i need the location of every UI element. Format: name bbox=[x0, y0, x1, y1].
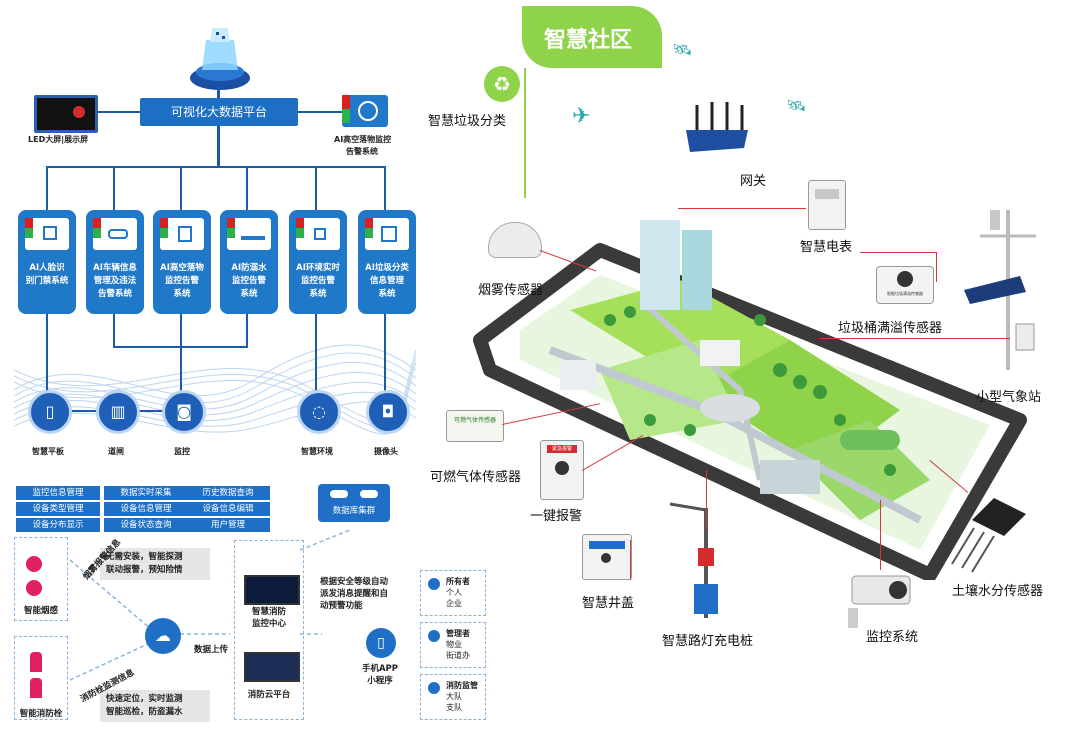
platform-cube-icon bbox=[190, 28, 250, 90]
menu-realtime-collect[interactable]: 数据实时采集 bbox=[104, 486, 188, 500]
system-card-vehicle[interactable]: AI车辆信息管理及违法告警系统 bbox=[86, 210, 144, 314]
manhole-sensor-icon bbox=[582, 534, 632, 580]
label-garbage-sorting: 智慧垃圾分类 bbox=[428, 114, 507, 129]
monitor-camera-icon[interactable]: ◙ bbox=[162, 390, 206, 434]
smoke-sensor-box bbox=[14, 537, 68, 621]
control-center-screen bbox=[244, 575, 300, 605]
label-streetlight: 智慧路灯充电桩 bbox=[662, 634, 754, 649]
gas-sensor-icon: 可燃气体传感器 bbox=[446, 410, 504, 442]
smoke-detector-icon bbox=[488, 222, 542, 258]
label-smoke-sensor: 烟雾传感器 bbox=[478, 283, 544, 298]
label-gateway: 网关 bbox=[740, 174, 767, 189]
hydrant-label: 智能消防栓 bbox=[19, 709, 63, 719]
led-label: LED大屏|展示屏 bbox=[28, 135, 89, 144]
database-label: 数据库集群 bbox=[332, 506, 376, 516]
device-label-monitor: 监控 bbox=[174, 447, 190, 456]
hydrant-icon-2 bbox=[30, 678, 42, 698]
label-gas-sensor: 可燃气体传感器 bbox=[430, 470, 522, 485]
airplane-icon: ✈ bbox=[572, 104, 591, 129]
satellite-icon: 🛰 bbox=[672, 40, 693, 59]
smoke-sensor-icon bbox=[26, 556, 42, 572]
system-card-drowning[interactable]: AI防溺水监控告警系统 bbox=[220, 210, 278, 314]
ai-monitor-icon bbox=[342, 95, 388, 127]
menu-history-query[interactable]: 历史数据查询 bbox=[186, 486, 270, 500]
device-label-camera: 摄像头 bbox=[374, 447, 398, 456]
note-top: 无需安装，智能探测联动报警，预知险情 bbox=[100, 548, 210, 580]
community-title: 智慧社区 bbox=[522, 6, 662, 68]
system-card-falling[interactable]: AI高空落物监控告警系统 bbox=[153, 210, 211, 314]
menu-monitor-info[interactable]: 监控信息管理 bbox=[16, 486, 100, 500]
label-overflow-sensor: 垃圾桶满溢传感器 bbox=[838, 321, 943, 336]
menu-device-edit[interactable]: 设备信息编辑 bbox=[186, 502, 270, 516]
user-owner-icon bbox=[428, 578, 440, 590]
label-weather-station: 小型气象站 bbox=[976, 390, 1042, 405]
user-fire-icon bbox=[428, 682, 440, 694]
user-fire-text: 消防监管大队支队 bbox=[446, 681, 478, 712]
cloud-upload-icon: ☁ bbox=[145, 618, 181, 654]
device-label-environment: 智慧环境 bbox=[301, 447, 333, 456]
label-manhole: 智慧井盖 bbox=[582, 596, 635, 611]
database-icon: 数据库集群 bbox=[318, 484, 390, 522]
gateway-router-icon bbox=[686, 102, 748, 152]
system-card-garbage[interactable]: AI垃圾分类信息管理系统 bbox=[358, 210, 416, 314]
cloud-platform-label: 消防云平台 bbox=[247, 690, 291, 700]
environment-bulb-icon[interactable]: ◌ bbox=[297, 390, 341, 434]
led-screen-icon bbox=[34, 95, 98, 133]
emergency-alarm-icon: 紧急报警 bbox=[540, 440, 584, 500]
ai-monitor-label-1: AI高空落物监控 bbox=[334, 135, 392, 144]
user-owner-text: 所有者个人企业 bbox=[446, 577, 470, 608]
user-manager-icon bbox=[428, 630, 440, 642]
menu-user-management[interactable]: 用户管理 bbox=[186, 518, 270, 532]
hydrant-icon bbox=[30, 652, 42, 672]
hydrant-box bbox=[14, 636, 68, 720]
overflow-sensor-icon: 智能垃圾满溢传感器 bbox=[876, 266, 934, 304]
system-card-environment[interactable]: AI环境实时监控告警系统 bbox=[289, 210, 347, 314]
device-label-tablet: 智慧平板 bbox=[32, 447, 64, 456]
menu-device-info[interactable]: 设备信息管理 bbox=[104, 502, 188, 516]
phone-app-icon[interactable]: ▯ bbox=[366, 628, 396, 658]
label-camera-system: 监控系统 bbox=[866, 630, 919, 645]
soil-sensor-icon bbox=[951, 498, 1026, 573]
user-manager-text: 管理者物业街道办 bbox=[446, 629, 470, 660]
control-center-label: 智慧消防监控中心 bbox=[251, 607, 286, 629]
menu-device-distribution[interactable]: 设备分布显示 bbox=[16, 518, 100, 532]
label-smart-meter: 智慧电表 bbox=[800, 240, 853, 255]
system-card-face[interactable]: AI人脸识别门禁系统 bbox=[18, 210, 76, 314]
label-soil-sensor: 土壤水分传感器 bbox=[952, 584, 1044, 599]
ai-monitor-label-2: 告警系统 bbox=[346, 147, 378, 156]
satellite-icon-2: 🛰 bbox=[786, 96, 807, 115]
camera-icon[interactable]: ◘ bbox=[366, 390, 410, 434]
smart-meter-icon bbox=[808, 180, 846, 230]
surveillance-camera-icon bbox=[848, 575, 911, 628]
device-label-gate: 道闸 bbox=[108, 447, 124, 456]
note-bottom: 快速定位，实时监测智能巡检，防盗漏水 bbox=[100, 690, 210, 722]
user-box-owner bbox=[420, 570, 486, 616]
cloud-platform-screen bbox=[244, 652, 300, 682]
weather-station-icon bbox=[964, 210, 1036, 370]
control-center-box bbox=[234, 540, 304, 720]
smoke-label: 智能烟感 bbox=[23, 606, 58, 616]
recycle-icon: ♻ bbox=[484, 66, 520, 102]
platform-box: 可视化大数据平台 bbox=[140, 98, 298, 126]
label-emergency-alarm: 一键报警 bbox=[530, 509, 583, 524]
menu-device-type[interactable]: 设备类型管理 bbox=[16, 502, 100, 516]
tablet-city-illustration bbox=[473, 220, 1027, 580]
streetlight-pole-icon bbox=[669, 502, 718, 618]
smoke-sensor-icon-2 bbox=[26, 580, 42, 596]
user-box-manager bbox=[420, 622, 486, 668]
user-box-fire bbox=[420, 674, 486, 720]
auto-dispatch-text: 根据安全等级自动派发消息提醒和自动预警功能 bbox=[320, 577, 389, 611]
gate-icon[interactable]: ▥ bbox=[96, 390, 140, 434]
upload-label: 数据上传 bbox=[193, 645, 228, 655]
tablet-icon[interactable]: ▯ bbox=[28, 390, 72, 434]
menu-device-status[interactable]: 设备状态查询 bbox=[104, 518, 188, 532]
